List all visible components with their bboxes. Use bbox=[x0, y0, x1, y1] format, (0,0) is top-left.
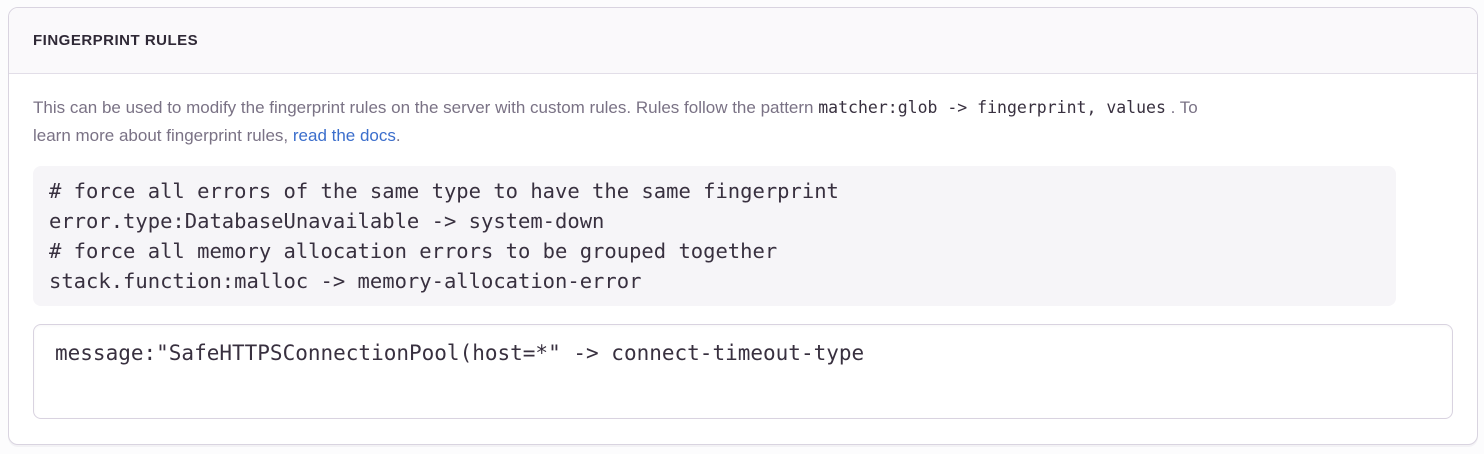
read-the-docs-link[interactable]: read the docs bbox=[292, 126, 396, 145]
panel-header: FINGERPRINT RULES bbox=[9, 8, 1477, 74]
fingerprint-rules-panel: FINGERPRINT RULES This can be used to mo… bbox=[8, 7, 1478, 445]
description-intro: This can be used to modify the fingerpri… bbox=[33, 98, 814, 117]
description-after-code: . To bbox=[1170, 98, 1198, 117]
description-line2: learn more about fingerprint rules, bbox=[33, 126, 289, 145]
panel-body: This can be used to modify the fingerpri… bbox=[9, 74, 1477, 444]
panel-title: FINGERPRINT RULES bbox=[33, 32, 199, 49]
description-after-link: . bbox=[395, 126, 401, 145]
fingerprint-rules-input[interactable]: message:"SafeHTTPSConnectionPool(host=*"… bbox=[33, 324, 1453, 419]
example-rules-block: # force all errors of the same type to h… bbox=[33, 166, 1396, 306]
inline-code-pattern: matcher:glob -> fingerprint, values bbox=[818, 98, 1166, 117]
description-text: This can be used to modify the fingerpri… bbox=[33, 94, 1453, 150]
